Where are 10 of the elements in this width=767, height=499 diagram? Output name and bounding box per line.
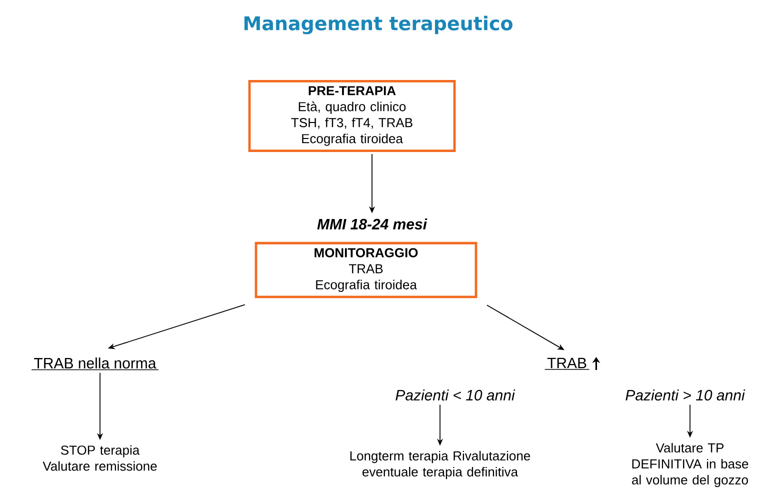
result-heading: TRAB nella norma: [31, 358, 159, 370]
process-box: PRE-TERAPIA Età, quadro clinico TSH, fT3, fT4, TRAB Ecografia tiroidea: [248, 80, 456, 152]
step-label: MMI 18-24 mesi: [317, 218, 428, 230]
condition-label: Pazienti < 10 anni: [396, 390, 516, 400]
title: Management terapeutico: [244, 16, 512, 34]
process-box: MONITORAGGIO TRAB Ecografia tiroidea: [254, 242, 478, 298]
outcome-text: Valutare TP DEFINITIVA in base al volume del gozzo: [632, 442, 748, 488]
outcome-text: STOP terapia Valutare remissione: [42, 445, 157, 471]
outcome-text: Longterm terapia Rivalutazione eventuale terapia definitiva: [350, 450, 530, 480]
condition-label: Pazienti > 10 anni: [626, 390, 746, 400]
